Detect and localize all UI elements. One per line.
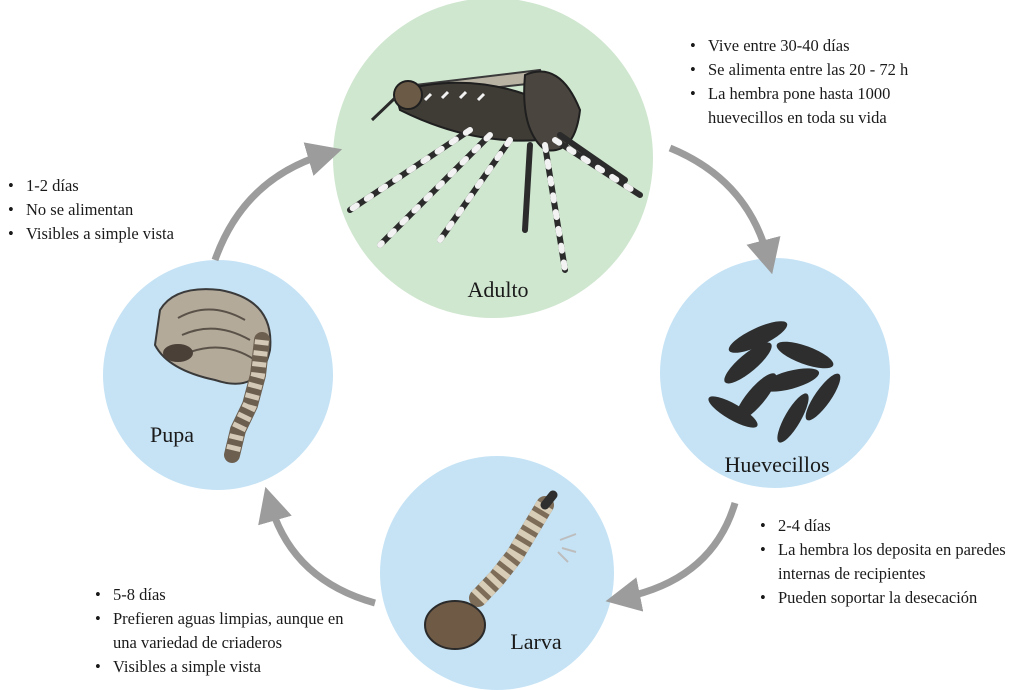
eggs-note: Pueden soportar la desecación	[760, 586, 1018, 610]
pupa-note: Visibles a simple vista	[8, 222, 208, 246]
pupa-note: 1-2 días	[8, 174, 208, 198]
adult-label: Adulto	[467, 278, 528, 302]
arrow-adult-to-eggs	[670, 148, 768, 258]
eggs-note: 2-4 días	[760, 514, 1018, 538]
adult-note: La hembra pone hasta 1000 huevecillos en…	[690, 82, 940, 130]
larva-label: Larva	[510, 630, 561, 654]
larva-note: Visibles a simple vista	[95, 655, 370, 679]
pupa-notes: 1-2 días No se alimentan Visibles a simp…	[8, 174, 208, 246]
adult-note: Se alimenta entre las 20 - 72 h	[690, 58, 940, 82]
eggs-notes: 2-4 días La hembra los deposita en pared…	[760, 514, 1018, 610]
arrow-pupa-to-adult	[215, 154, 326, 260]
adult-notes: Vive entre 30-40 días Se alimenta entre …	[690, 34, 940, 130]
eggs-label: Huevecillos	[724, 453, 829, 477]
adult-note: Vive entre 30-40 días	[690, 34, 940, 58]
larva-notes: 5-8 días Prefieren aguas limpias, aunque…	[95, 583, 370, 679]
pupa-label: Pupa	[150, 423, 194, 447]
larva-note: 5-8 días	[95, 583, 370, 607]
eggs-note: La hembra los deposita en paredes intern…	[760, 538, 1018, 586]
arrow-eggs-to-larva	[622, 503, 735, 598]
adult-circle	[333, 0, 653, 318]
pupa-note: No se alimentan	[8, 198, 208, 222]
larva-note: Prefieren aguas limpias, aunque en una v…	[95, 607, 370, 655]
